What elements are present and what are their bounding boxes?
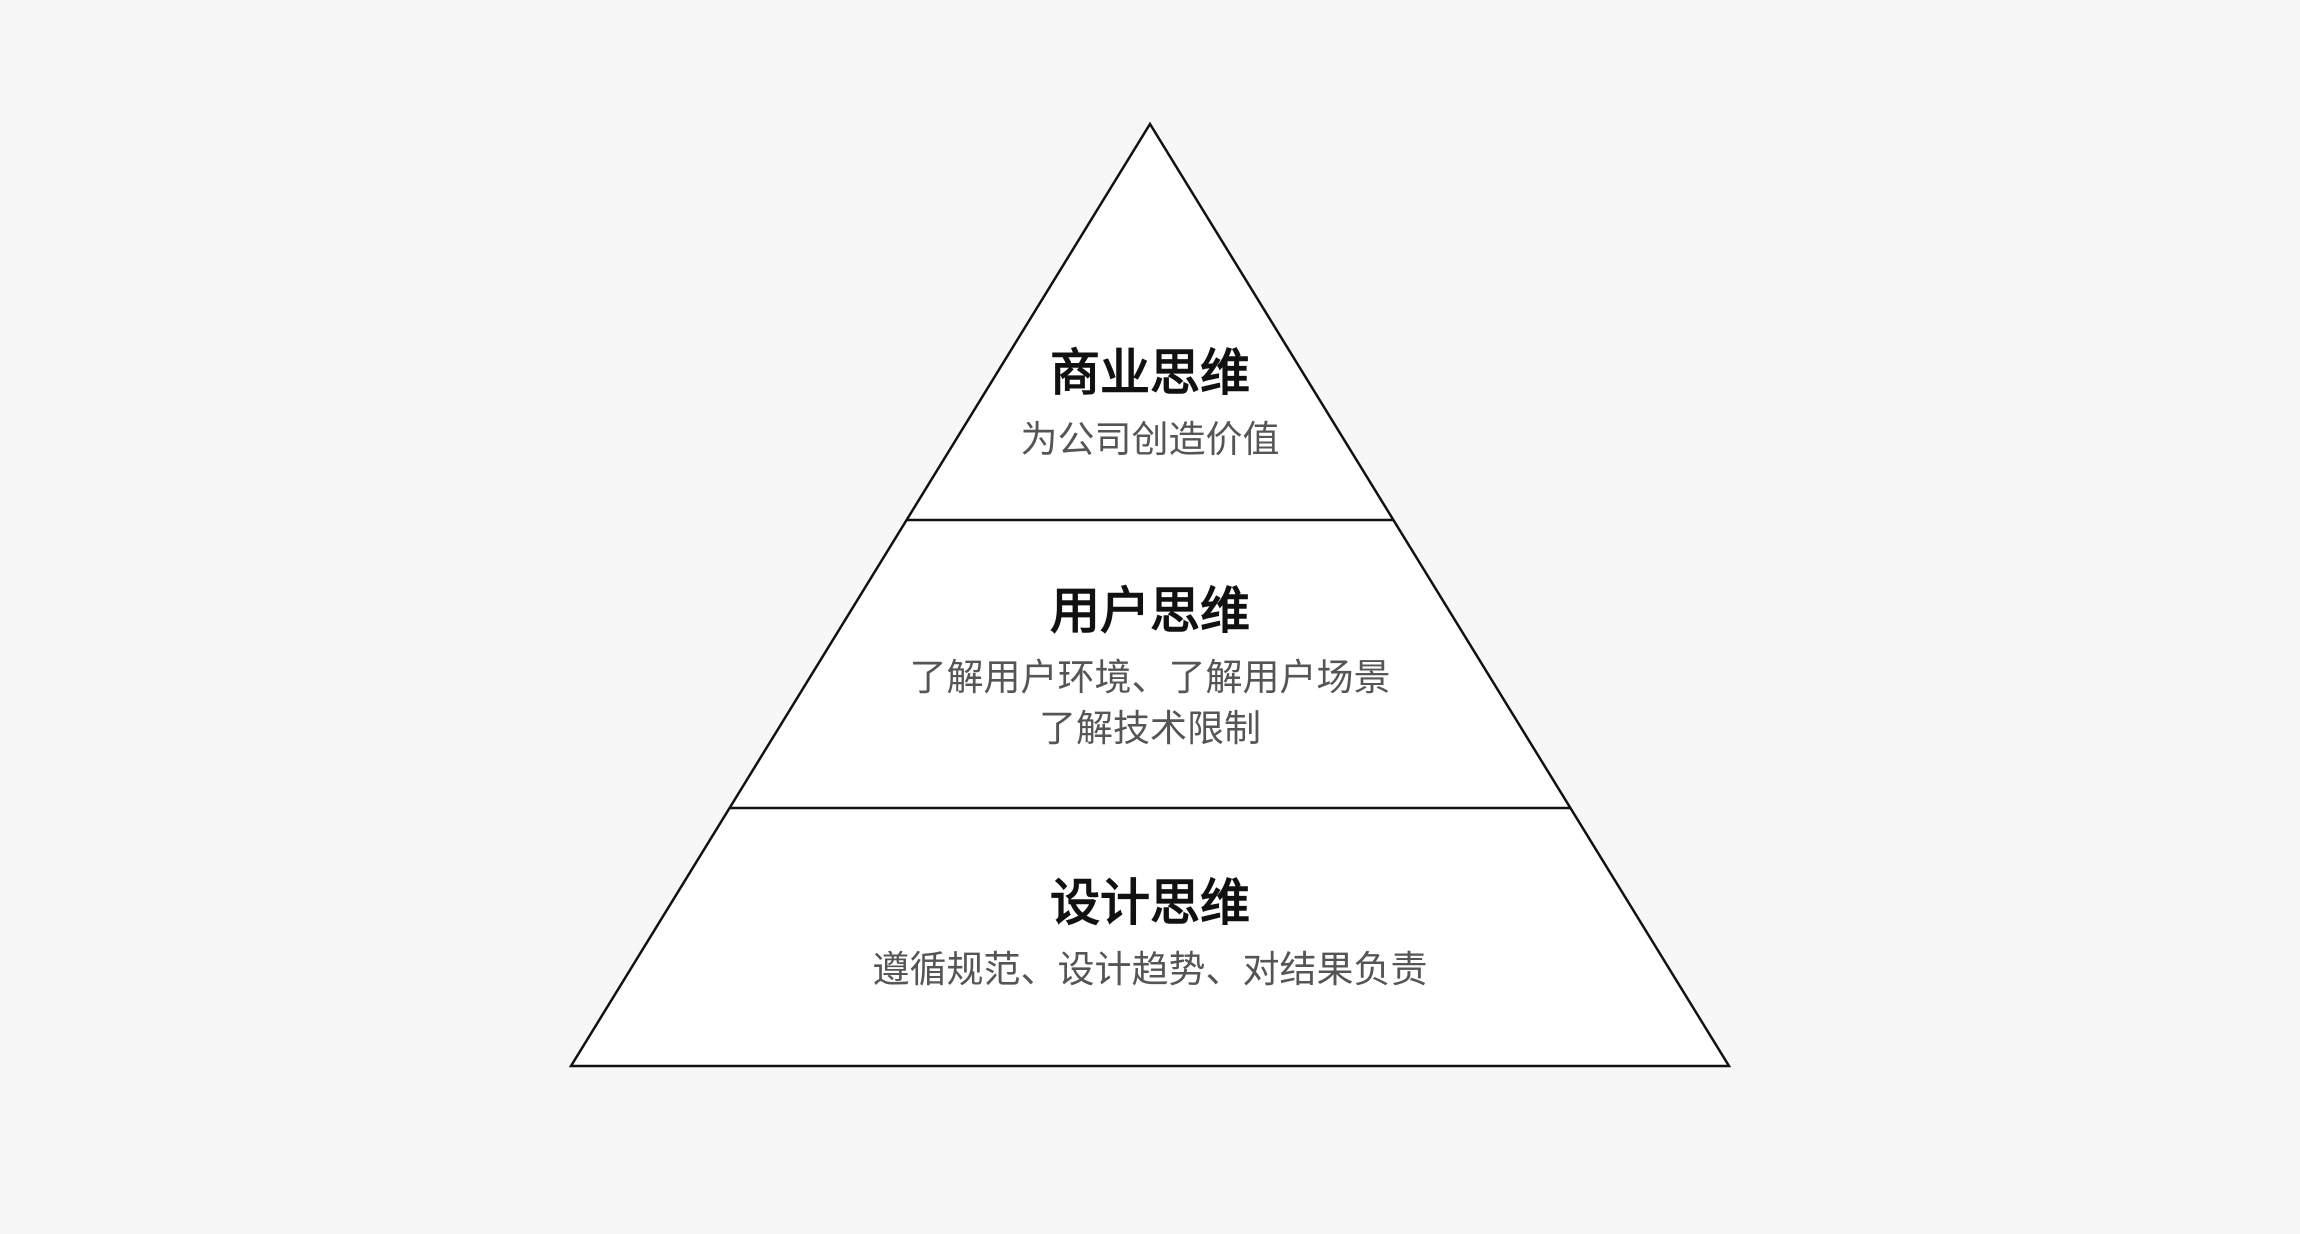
layer-business: 商业思维 为公司创造价值 (1021, 344, 1280, 461)
layer-title-business: 商业思维 (1050, 344, 1250, 402)
layer-desc-business-line-1: 为公司创造价值 (1021, 418, 1280, 461)
pyramid-outline (568, 121, 1732, 1068)
layer-desc-design-line-1: 遵循规范、设计趋势、对结果负责 (873, 948, 1428, 991)
layer-title-user: 用户思维 (1050, 582, 1250, 640)
layer-desc-user-line-1: 了解用户环境、了解用户场景 (910, 656, 1391, 699)
layer-user: 用户思维 了解用户环境、了解用户场景 了解技术限制 (910, 582, 1391, 750)
layer-desc-user-line-2: 了解技术限制 (1039, 707, 1261, 750)
layer-design: 设计思维 遵循规范、设计趋势、对结果负责 (873, 874, 1428, 991)
layer-title-design: 设计思维 (1050, 874, 1250, 932)
